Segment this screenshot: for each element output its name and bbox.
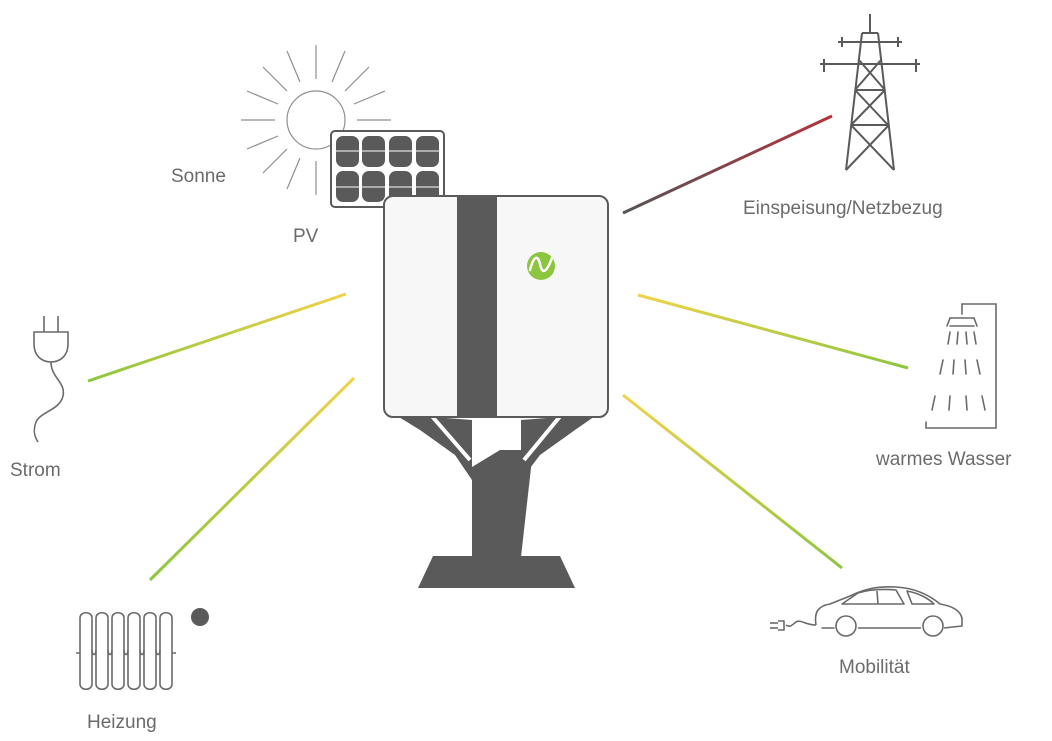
shower-icon (925, 303, 997, 429)
connection-line-heating (148, 376, 356, 582)
label-heizung: Heizung (87, 712, 157, 733)
label-strom: Strom (10, 460, 61, 481)
label-sonne: Sonne (171, 166, 226, 187)
plug-icon (33, 316, 69, 443)
label-mobilitaet: Mobilität (839, 657, 910, 678)
label-einspeisung: Einspeisung/Netzbezug (743, 198, 943, 219)
label-pv: PV (293, 226, 319, 247)
connection-line-water (637, 293, 909, 370)
logo-icon (527, 252, 555, 280)
solar-panel-icon (330, 130, 445, 208)
label-warmes-wasser: warmes Wasser (876, 449, 1012, 470)
power-pylon-icon (820, 14, 920, 171)
car-icon (770, 585, 963, 637)
connection-line-grid (622, 114, 833, 215)
connection-line-mobility (622, 393, 843, 570)
connection-line-power (87, 292, 347, 383)
radiator-icon (76, 608, 209, 691)
storage-device (383, 195, 609, 588)
